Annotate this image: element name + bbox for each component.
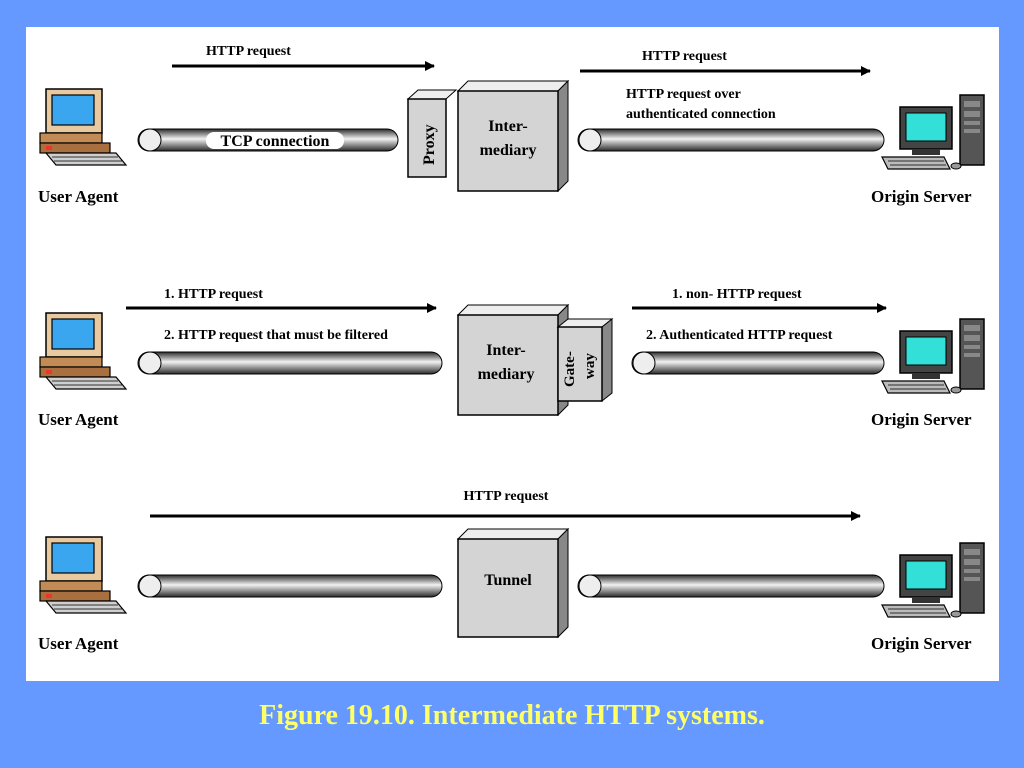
intermediary-box: Inter- mediary [456,303,570,417]
figure-panel: User Agent Origin Server HTTP request TC… [26,27,999,681]
gateway-label-2: way [582,353,598,379]
user-agent-computer-icon [39,536,127,614]
arrow-label: HTTP request [206,44,291,59]
origin-server-computer-icon [881,542,985,618]
intermediary-box: Inter- mediary [456,79,570,193]
user-agent-computer-icon [39,312,127,390]
arrow-label-2: 2. HTTP request that must be filtered [164,328,388,343]
origin-server-computer-icon [881,94,985,170]
tunnel-box: Tunnel [456,527,570,639]
diagram-canvas: User Agent Origin Server HTTP request TC… [38,44,985,653]
origin-server-label: Origin Server [871,410,972,429]
connection-tube [577,128,885,152]
connection-tube [577,574,885,598]
connection-tube [631,351,885,375]
origin-server-computer-icon [881,318,985,394]
user-agent-label: User Agent [38,410,119,429]
note-line-2: authenticated connection [626,107,776,122]
proxy-label: Proxy [421,124,438,165]
arrow-label: HTTP request [464,489,549,504]
figure-caption: Figure 19.10. Intermediate HTTP systems. [259,700,765,731]
connection-tube [137,574,443,598]
gateway-label-1: Gate- [562,351,578,387]
box-line-2: mediary [478,366,535,383]
proxy-box: Proxy [406,89,458,178]
tube-label: TCP connection [221,133,330,150]
tcp-connection-tube: TCP connection [137,128,399,152]
box-line-1: Inter- [486,342,525,359]
box-line-2: mediary [480,142,537,159]
origin-server-label: Origin Server [871,187,972,206]
connection-tube [137,351,443,375]
tunnel-label: Tunnel [484,572,532,589]
user-agent-label: User Agent [38,634,119,653]
arrow-label-2: 2. Authenticated HTTP request [646,328,833,343]
gateway-box: Gate- way [556,317,614,403]
user-agent-computer-icon [39,88,127,166]
arrow-label: 1. HTTP request [164,287,263,302]
arrow-label: 1. non- HTTP request [672,287,802,302]
arrow-label: HTTP request [642,49,727,64]
note-line-1: HTTP request over [626,87,741,102]
box-line-1: Inter- [488,118,527,135]
origin-server-label: Origin Server [871,634,972,653]
user-agent-label: User Agent [38,187,119,206]
